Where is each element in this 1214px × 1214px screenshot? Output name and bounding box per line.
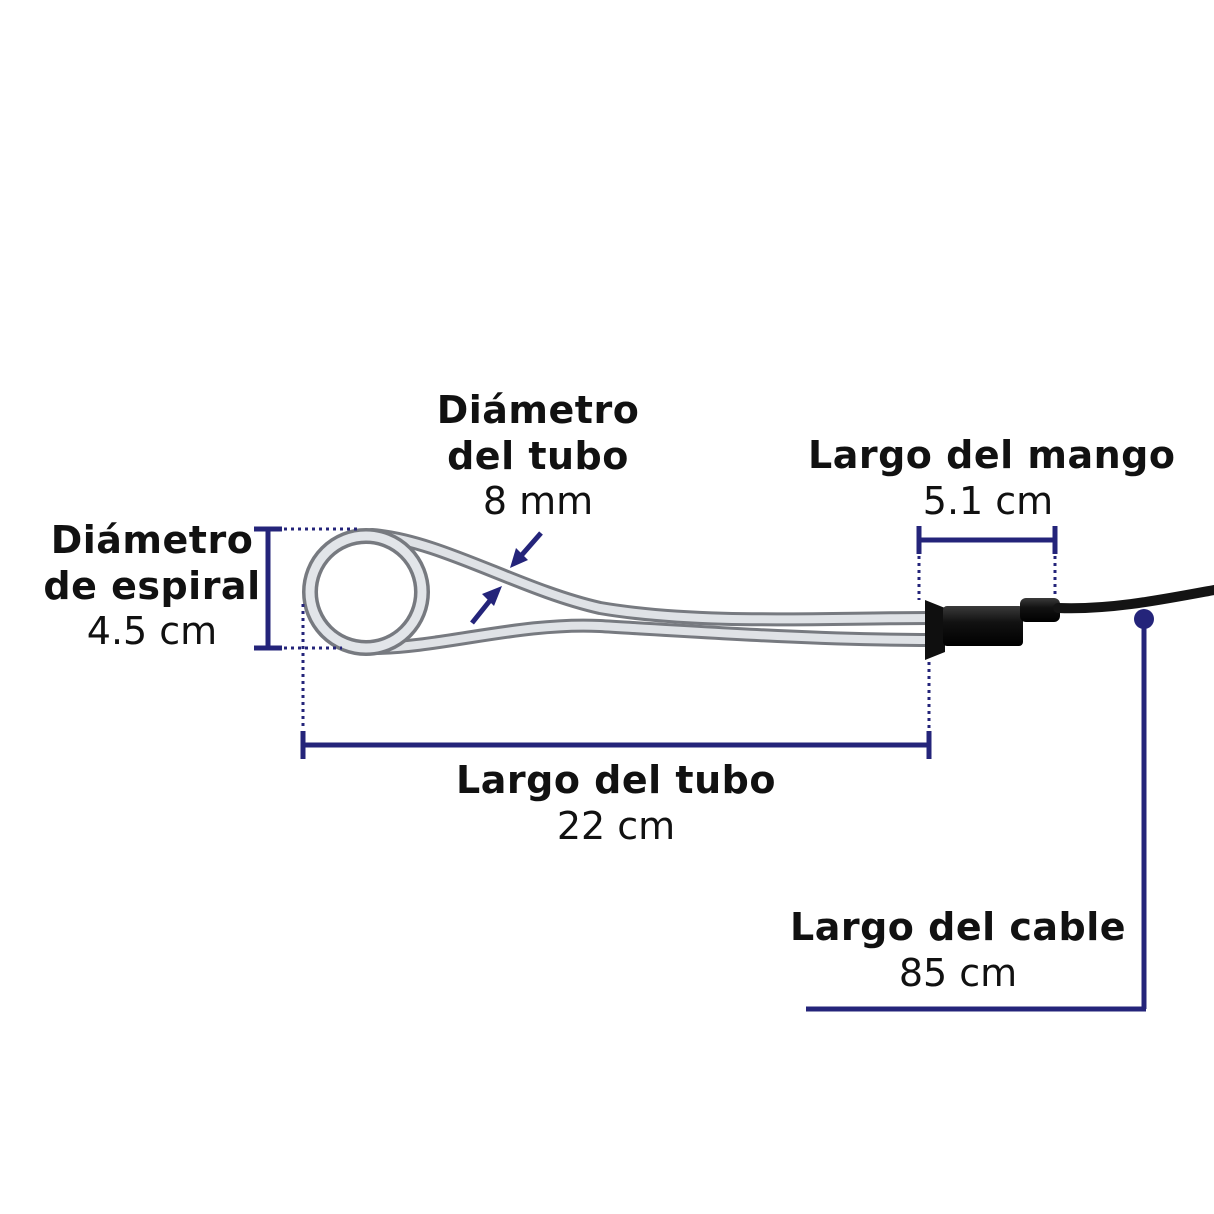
cable-length-dimension — [806, 609, 1154, 1012]
tube-length-value: 22 cm — [556, 803, 676, 848]
cable-length-title: Largo del cable — [789, 905, 1127, 949]
tube-diameter-title-2: del tubo — [447, 433, 629, 478]
coil-diameter-title-1: Diámetro — [50, 518, 254, 562]
coil-diameter-dimension — [254, 526, 357, 651]
tube-length-label: Largo del tubo 22 cm — [436, 758, 796, 849]
coil-diameter-value: 4.5 cm — [86, 609, 218, 654]
handle-length-title: Largo del mango — [808, 433, 1176, 477]
handle — [925, 598, 1060, 660]
tube-diameter-dimension — [470, 531, 543, 625]
tube-length-dimension — [300, 604, 932, 759]
cable-length-value: 85 cm — [898, 950, 1018, 995]
tube-diameter-value: 8 mm — [482, 479, 594, 524]
tube-length-title: Largo del tubo — [456, 758, 776, 802]
handle-length-label: Largo del mango 5.1 cm — [808, 433, 1176, 524]
heating-element — [302, 528, 937, 656]
tube-diameter-title-1: Diámetro — [436, 388, 640, 432]
coil-diameter-title-2: de espiral — [43, 563, 261, 608]
tube-diameter-label: Diámetro del tubo 8 mm — [388, 388, 688, 525]
power-cable — [1053, 585, 1214, 614]
coil-diameter-label: Diámetro de espiral 4.5 cm — [22, 518, 282, 655]
handle-length-dimension — [916, 526, 1058, 600]
handle-length-value: 5.1 cm — [922, 478, 1054, 523]
cable-length-label: Largo del cable 85 cm — [778, 905, 1138, 996]
